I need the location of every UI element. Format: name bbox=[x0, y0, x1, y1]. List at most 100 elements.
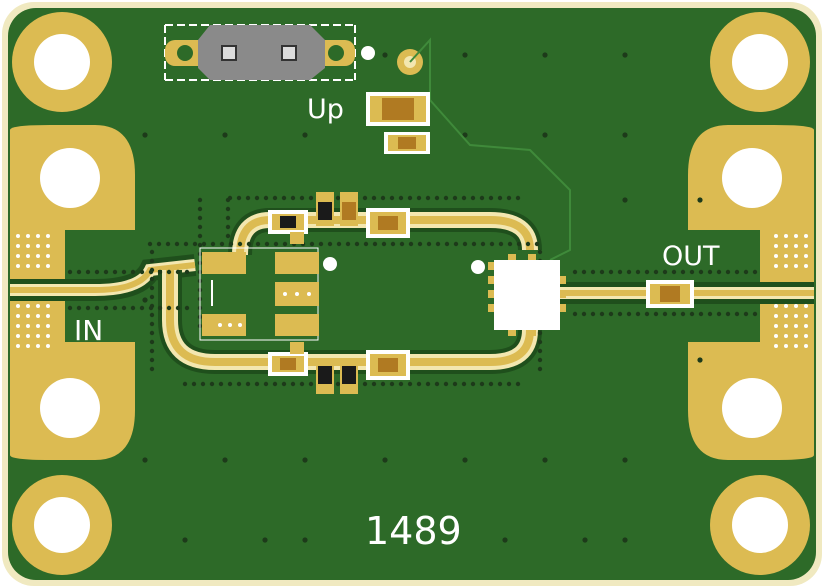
via bbox=[225, 215, 231, 221]
via bbox=[537, 339, 543, 345]
via bbox=[149, 357, 155, 363]
via bbox=[416, 195, 422, 201]
via bbox=[389, 381, 395, 387]
via bbox=[425, 381, 431, 387]
via bbox=[502, 537, 508, 543]
via bbox=[804, 264, 808, 268]
via bbox=[680, 311, 686, 317]
via bbox=[662, 269, 668, 275]
via bbox=[26, 344, 30, 348]
via bbox=[26, 264, 30, 268]
via bbox=[380, 195, 386, 201]
via bbox=[149, 258, 155, 264]
via bbox=[245, 195, 251, 201]
lower-cap-vertical-2 bbox=[340, 360, 358, 394]
via bbox=[794, 304, 798, 308]
via bbox=[263, 381, 269, 387]
via bbox=[156, 241, 162, 247]
mounting-hole-top-left bbox=[12, 12, 112, 112]
lower-cap-vertical-1 bbox=[316, 360, 334, 394]
via bbox=[743, 269, 749, 275]
via bbox=[581, 269, 587, 275]
via bbox=[26, 244, 30, 248]
via bbox=[725, 269, 731, 275]
via bbox=[794, 314, 798, 318]
via bbox=[309, 241, 315, 247]
via bbox=[804, 234, 808, 238]
via bbox=[149, 294, 155, 300]
via bbox=[462, 457, 468, 463]
via bbox=[16, 344, 20, 348]
via bbox=[698, 269, 704, 275]
via bbox=[443, 195, 449, 201]
via bbox=[209, 381, 215, 387]
via bbox=[237, 241, 243, 247]
via bbox=[272, 195, 278, 201]
via bbox=[537, 249, 543, 255]
via bbox=[318, 241, 324, 247]
via bbox=[264, 241, 270, 247]
via bbox=[572, 269, 578, 275]
via bbox=[184, 305, 190, 311]
via bbox=[371, 195, 377, 201]
via bbox=[804, 254, 808, 258]
via bbox=[506, 195, 512, 201]
via bbox=[222, 457, 228, 463]
via bbox=[452, 195, 458, 201]
via bbox=[671, 269, 677, 275]
via bbox=[112, 305, 118, 311]
via bbox=[398, 381, 404, 387]
via bbox=[36, 234, 40, 238]
via bbox=[26, 304, 30, 308]
via bbox=[784, 254, 788, 258]
via bbox=[697, 357, 703, 363]
via bbox=[697, 197, 703, 203]
via bbox=[272, 381, 278, 387]
via bbox=[36, 314, 40, 318]
via bbox=[507, 241, 513, 247]
via bbox=[707, 269, 713, 275]
lower-resistor-1 bbox=[268, 352, 308, 376]
lower-resistor-2 bbox=[366, 350, 410, 380]
via bbox=[644, 311, 650, 317]
via bbox=[381, 241, 387, 247]
via bbox=[36, 324, 40, 328]
upper-cap-vertical-1 bbox=[316, 192, 334, 226]
via bbox=[784, 264, 788, 268]
via bbox=[26, 314, 30, 318]
via bbox=[470, 381, 476, 387]
via bbox=[197, 197, 203, 203]
via bbox=[16, 314, 20, 318]
via bbox=[626, 311, 632, 317]
via bbox=[362, 381, 368, 387]
via bbox=[282, 241, 288, 247]
via bbox=[462, 52, 468, 58]
via bbox=[76, 305, 82, 311]
via bbox=[36, 254, 40, 258]
via bbox=[408, 241, 414, 247]
via bbox=[537, 357, 543, 363]
via bbox=[461, 381, 467, 387]
via bbox=[470, 195, 476, 201]
via bbox=[175, 269, 181, 275]
via bbox=[479, 195, 485, 201]
via bbox=[617, 311, 623, 317]
via bbox=[389, 195, 395, 201]
via bbox=[774, 264, 778, 268]
via bbox=[582, 537, 588, 543]
via bbox=[183, 241, 189, 247]
mounting-hole-bottom-left bbox=[12, 475, 112, 575]
via bbox=[36, 264, 40, 268]
via bbox=[85, 305, 91, 311]
jumper-cap bbox=[198, 25, 325, 80]
via bbox=[497, 195, 503, 201]
via bbox=[16, 234, 20, 238]
via bbox=[174, 241, 180, 247]
via bbox=[407, 195, 413, 201]
via bbox=[142, 457, 148, 463]
fiducial-2 bbox=[323, 257, 337, 271]
via bbox=[794, 244, 798, 248]
via bbox=[26, 234, 30, 238]
via bbox=[46, 244, 50, 248]
via bbox=[121, 305, 127, 311]
